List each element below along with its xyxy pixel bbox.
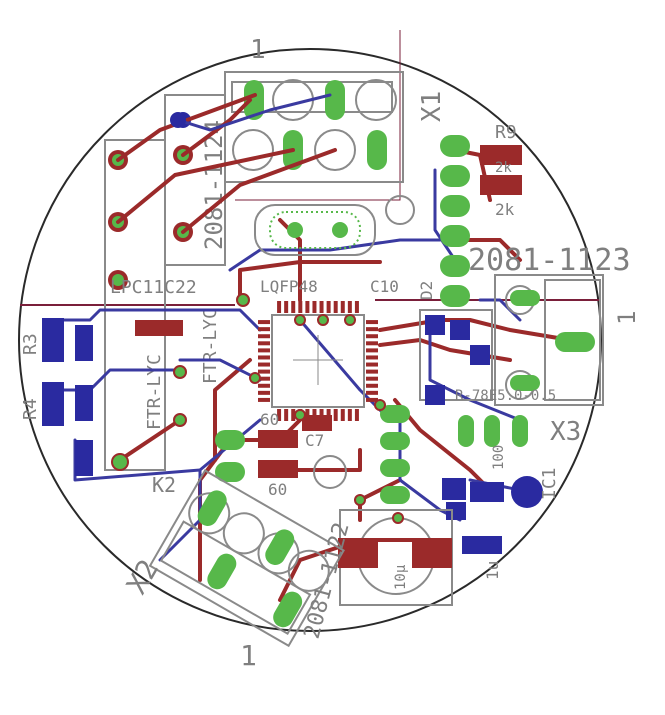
x3-ref-label: X3 [550, 417, 581, 447]
mcu-pin [258, 320, 270, 325]
mcu-pin [326, 301, 331, 313]
x1-part-label: 2081-1124 [200, 120, 228, 250]
r9-value-label: 2k [495, 160, 512, 176]
mcu-pin [258, 397, 270, 402]
regulator-part-label: R-78E5.0-0.5 [455, 388, 556, 404]
x3-part-label: 2081-1123 [468, 243, 631, 278]
header-pins-upper [440, 135, 470, 307]
k2-label: K2 [152, 473, 176, 497]
mcu-pin [340, 409, 345, 421]
x2-part-label: 2081-1122 [300, 520, 355, 642]
mcu-lpc11c22 [271, 314, 365, 408]
mcu-pin [366, 334, 378, 339]
regulator-r78 [419, 309, 493, 405]
mcu-pin [340, 301, 345, 313]
r9-label: R9 [495, 122, 517, 143]
mcu-pin [258, 327, 270, 332]
c10-label: C10 [370, 277, 399, 296]
mcu-pin [258, 348, 270, 353]
capacitor-10u [338, 509, 453, 606]
x2-pin1-label: 1 [240, 639, 257, 672]
mcu-pin [258, 369, 270, 374]
mcu-pin [305, 301, 310, 313]
mcu-pin [277, 301, 282, 313]
vias [170, 112, 404, 524]
d2-label: D2 [417, 281, 436, 300]
mcu-pin [333, 301, 338, 313]
mcu-pin [258, 341, 270, 346]
mcu-pin [277, 409, 282, 421]
cap-10u-label: 10µ [393, 564, 409, 590]
mcu-pin [258, 362, 270, 367]
board-cut-line-top [235, 30, 401, 201]
x1-ref-label: X1 [417, 91, 447, 122]
mcu-pin [258, 390, 270, 395]
x2-ref-label: X2 [120, 554, 165, 600]
ic1-regulator [442, 476, 543, 554]
mcu-pin [333, 409, 338, 421]
r4-label: R4 [20, 398, 41, 420]
resistor-r9 [480, 145, 522, 165]
mcu-pin [291, 409, 296, 421]
mcu-part-label: LPC11C22 [110, 277, 197, 298]
mcu-pin [284, 409, 289, 421]
x3-pin1-label: 1 [613, 311, 641, 325]
mcu-pin [258, 376, 270, 381]
mcu-pin [366, 320, 378, 325]
r12-value-label: 2k [495, 200, 515, 219]
mcu-pin [366, 327, 378, 332]
mcu-pin [319, 301, 324, 313]
connector-x2 [148, 469, 345, 648]
mcu-pin [258, 334, 270, 339]
mcu-pin [366, 397, 378, 402]
mcu-package-label: LQFP48 [260, 277, 318, 296]
mcu-pin [366, 348, 378, 353]
mcu-pin [258, 383, 270, 388]
mcu-pin [366, 383, 378, 388]
mcu-pin [366, 369, 378, 374]
c7-label: C7 [305, 431, 324, 450]
mcu-pin [366, 390, 378, 395]
mcu-pin [354, 409, 359, 421]
mcu-pin [298, 301, 303, 313]
crystal [254, 195, 415, 256]
mcu-pin [366, 341, 378, 346]
ic1-label: IC1 [539, 467, 560, 500]
relay-part-label-2: FTR-LYC [200, 308, 221, 384]
cap-1u-label: 1u [483, 561, 502, 580]
mcu-pin [291, 301, 296, 313]
mcu-pin [366, 376, 378, 381]
mcu-pin [347, 301, 352, 313]
mcu-pin [354, 301, 359, 313]
mcu-pin [284, 301, 289, 313]
mcu-pin [312, 301, 317, 313]
x1-pin1-label: 1 [250, 35, 266, 65]
mcu-pin [258, 355, 270, 360]
cap-60-label-b: 60 [268, 480, 287, 499]
mcu-pin [366, 362, 378, 367]
r3-label: R3 [20, 333, 41, 355]
resistor-100-label: 100 [491, 445, 507, 470]
relay-part-label: FTR-LYC [144, 354, 165, 430]
mcu-pin [366, 355, 378, 360]
cap-60-label-a: 60 [260, 410, 279, 429]
mcu-pin [347, 409, 352, 421]
middle-passives [215, 405, 528, 504]
resistor-r12 [480, 175, 522, 195]
left-passives [42, 318, 187, 476]
connector-x3 [494, 274, 604, 406]
connector-x1 [224, 71, 404, 183]
